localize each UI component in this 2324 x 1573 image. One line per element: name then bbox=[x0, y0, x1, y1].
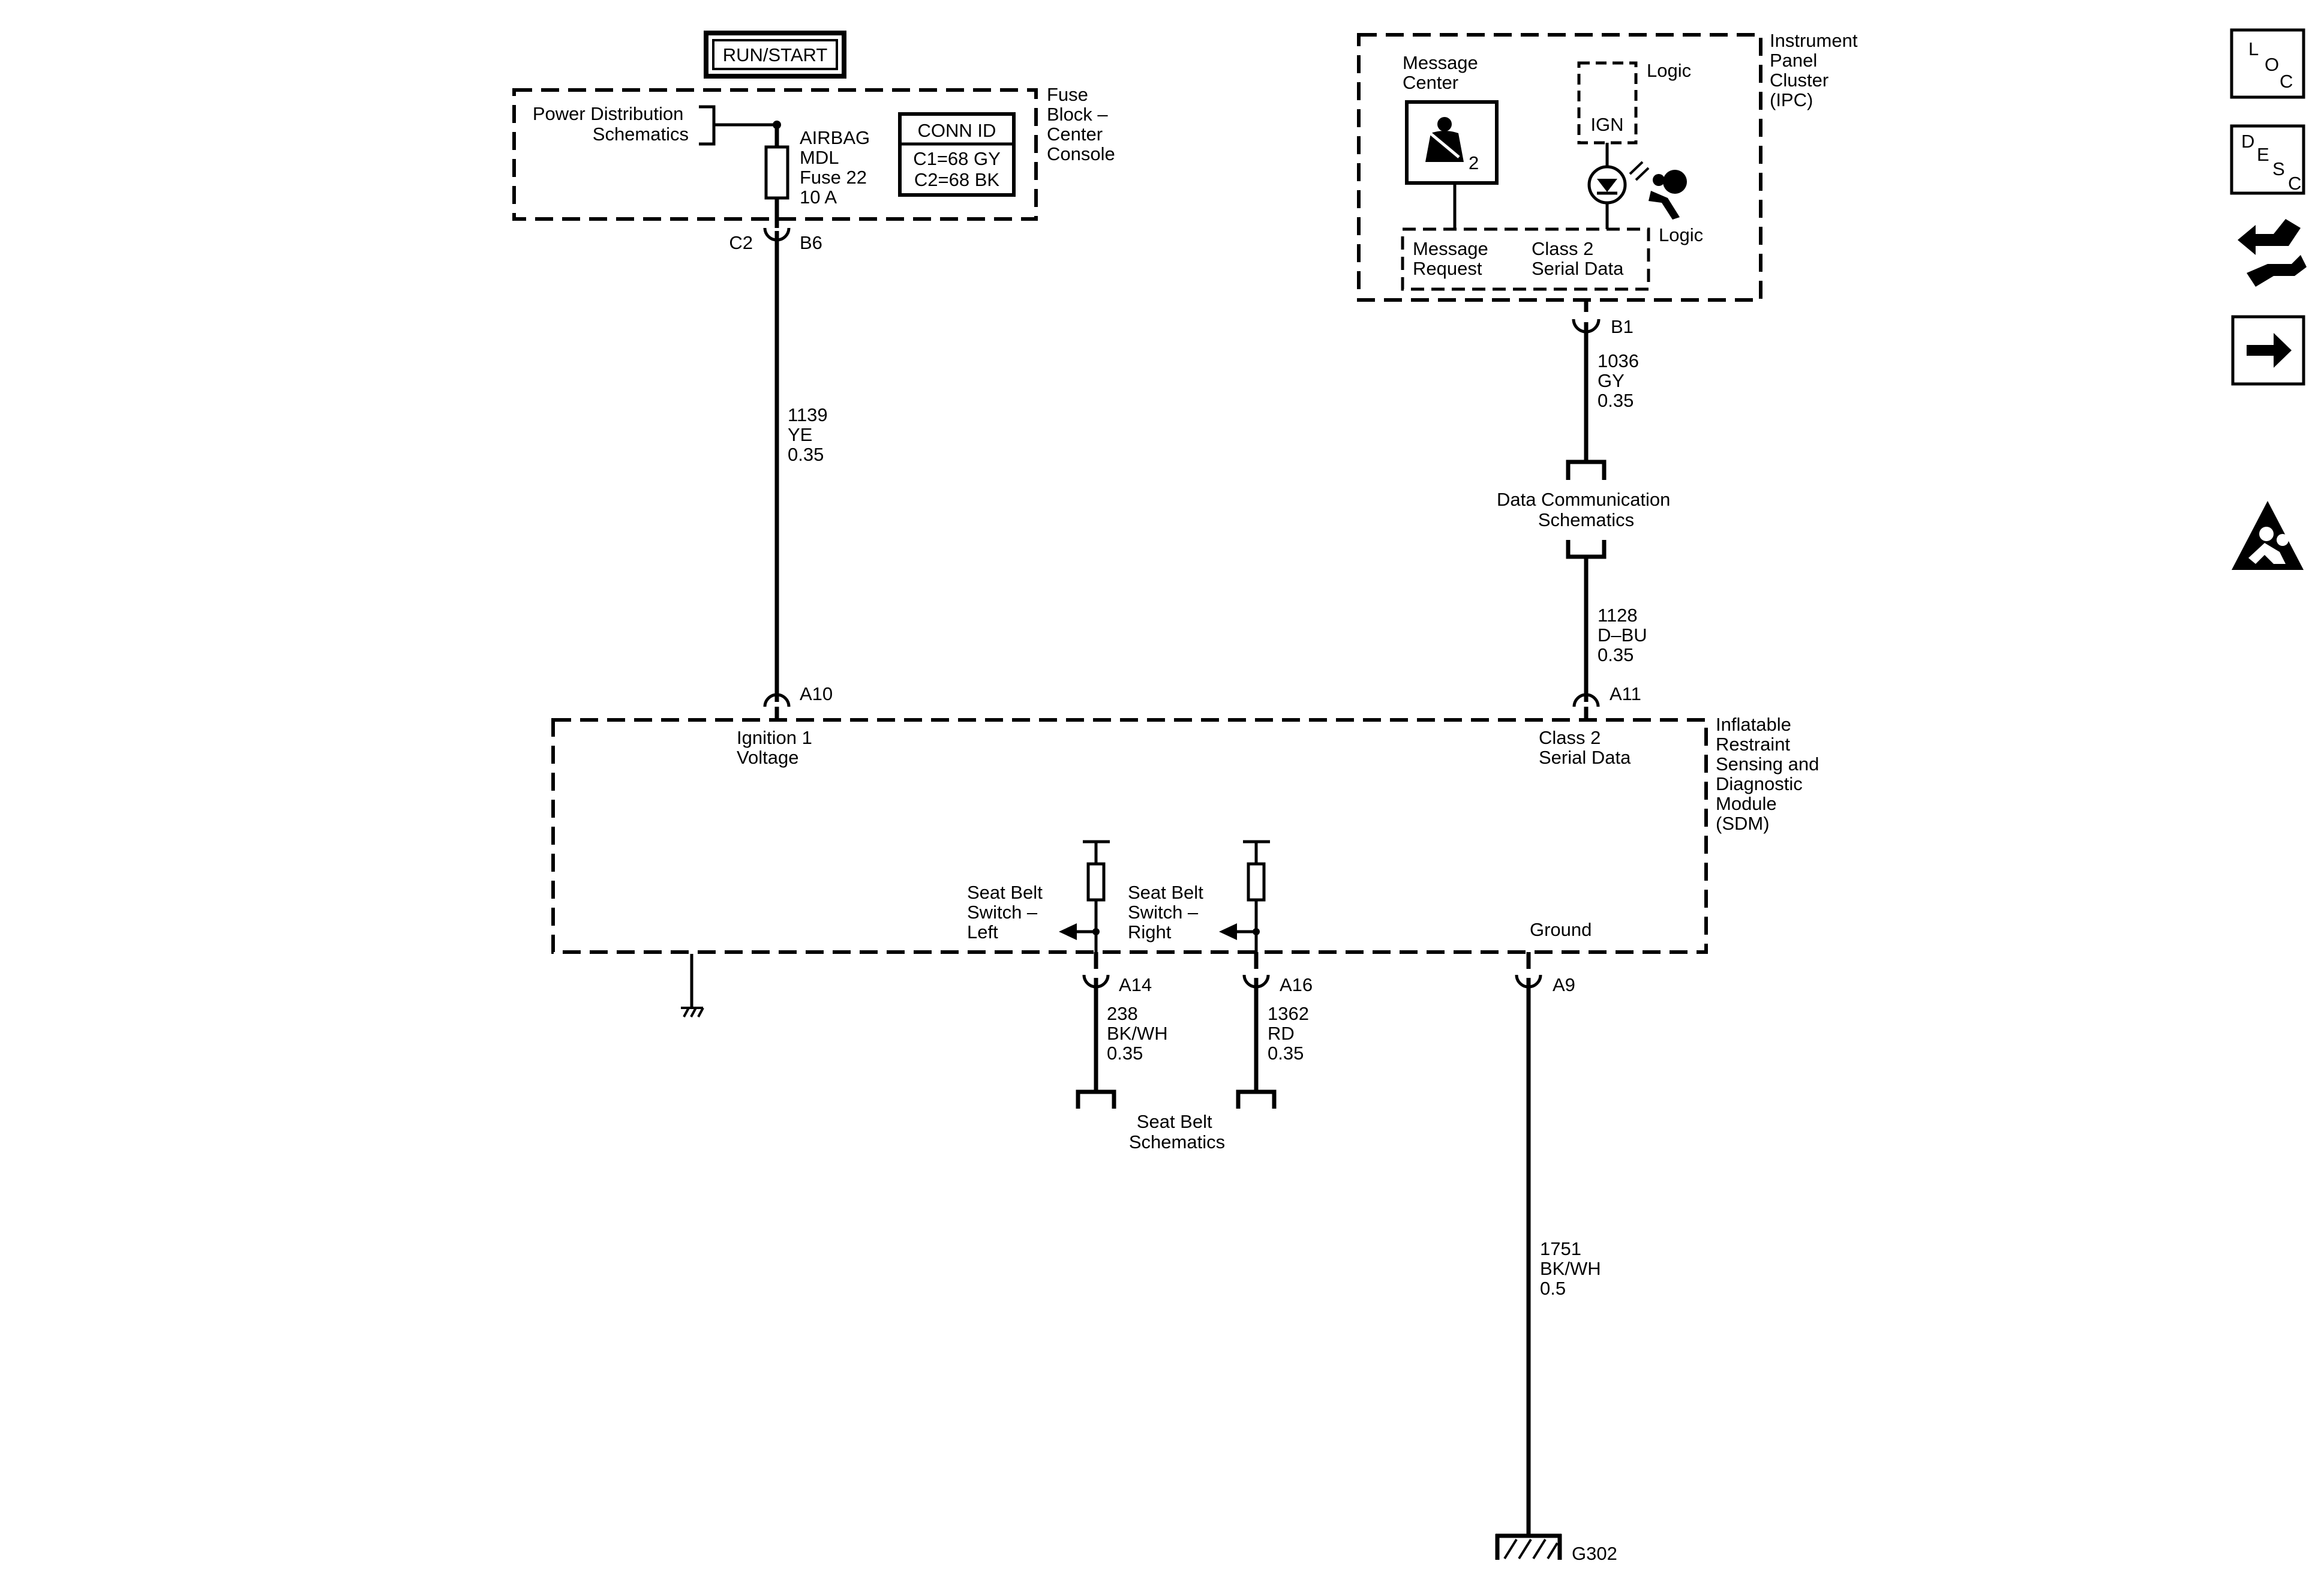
svg-text:A11: A11 bbox=[1610, 683, 1641, 704]
wire-1036-label: 1036 GY 0.35 bbox=[1598, 350, 1644, 411]
svg-text:C2: C2 bbox=[729, 232, 753, 253]
seatbelt-indicator-icon: 2 bbox=[1405, 100, 1499, 185]
power-distribution-bracket bbox=[699, 105, 777, 146]
svg-text:2: 2 bbox=[1469, 152, 1479, 173]
svg-text:S: S bbox=[2272, 158, 2285, 179]
seat-belt-switch-right-label: Seat Belt Switch – Right bbox=[1128, 882, 1208, 942]
svg-text:C2=68 BK: C2=68 BK bbox=[914, 169, 1000, 190]
sdm-box bbox=[551, 718, 1708, 954]
conn-id-table: CONN ID C1=68 GY C2=68 BK bbox=[898, 112, 1016, 197]
data-comm-bracket-top bbox=[1566, 460, 1607, 480]
ign-label: IGN bbox=[1590, 114, 1623, 135]
seat-belt-bracket-left bbox=[1076, 1089, 1116, 1109]
next-arrow-button[interactable] bbox=[2231, 315, 2305, 386]
seat-belt-switch-left-label: Seat Belt Switch – Left bbox=[967, 882, 1047, 942]
connector-info-icon[interactable] bbox=[2238, 219, 2307, 287]
svg-text:CONN ID: CONN ID bbox=[918, 120, 996, 141]
wire-1362-label: 1362 RD 0.35 bbox=[1268, 1003, 1314, 1064]
seat-belt-switch-right-circuit bbox=[1219, 840, 1270, 952]
fuse-block-box bbox=[512, 88, 1038, 221]
connector-a10: A10 bbox=[763, 683, 833, 720]
ipc-box bbox=[1357, 33, 1762, 302]
ipc-class2-label: Class 2 Serial Data bbox=[1532, 238, 1624, 279]
svg-text:D: D bbox=[2241, 131, 2254, 152]
connector-a14: A14 bbox=[1082, 952, 1152, 995]
data-comm-bracket-bottom bbox=[1566, 540, 1607, 559]
svg-text:A10: A10 bbox=[800, 683, 833, 704]
airbag-lamp-icon bbox=[1587, 161, 1650, 205]
sdm-class2-label: Class 2 Serial Data bbox=[1539, 727, 1631, 768]
svg-text:B6: B6 bbox=[800, 232, 822, 253]
logic-top-label: Logic bbox=[1647, 60, 1691, 81]
loc-button[interactable]: L O C bbox=[2230, 28, 2305, 99]
ipc-name: Instrument Panel Cluster (IPC) bbox=[1770, 30, 1863, 110]
wire-1128-label: 1128 D–BU 0.35 bbox=[1598, 605, 1652, 665]
airbag-warning-icon[interactable] bbox=[2232, 501, 2304, 570]
ground-g302-label: G302 bbox=[1572, 1543, 1617, 1564]
svg-text:B1: B1 bbox=[1611, 316, 1634, 337]
power-distribution-schematics[interactable]: Power Distribution Schematics bbox=[533, 103, 689, 145]
case-ground-icon bbox=[681, 954, 704, 1017]
desc-button[interactable]: D E S C bbox=[2230, 124, 2305, 195]
wire-1751-label: 1751 BK/WH 0.5 bbox=[1540, 1238, 1606, 1299]
run-start-label: RUN/START bbox=[704, 31, 846, 79]
message-center-label: Message Center bbox=[1403, 52, 1483, 93]
svg-text:RUN/START: RUN/START bbox=[723, 44, 828, 65]
connector-a9: A9 bbox=[1515, 952, 1575, 995]
ignition-voltage-label: Ignition 1 Voltage bbox=[737, 727, 817, 768]
seat-belt-schematics[interactable]: Seat Belt Schematics bbox=[1129, 1111, 1225, 1152]
sdm-name: Inflatable Restraint Sensing and Diagnos… bbox=[1716, 714, 1824, 834]
connector-b1: B1 bbox=[1572, 316, 1634, 337]
airbag-symbol-icon bbox=[1649, 170, 1687, 220]
ground-g302-icon bbox=[1495, 1533, 1562, 1560]
fuse-label: AIRBAG MDL Fuse 22 10 A bbox=[800, 127, 875, 208]
ipc-serial-box bbox=[1401, 227, 1650, 291]
svg-text:C1=68 GY: C1=68 GY bbox=[913, 148, 1001, 169]
connector-a11: A11 bbox=[1572, 683, 1641, 720]
svg-text:A14: A14 bbox=[1119, 974, 1152, 995]
svg-text:A9: A9 bbox=[1553, 974, 1575, 995]
sdm-ground-label: Ground bbox=[1530, 919, 1592, 940]
svg-text:C: C bbox=[2288, 173, 2301, 194]
seat-belt-switch-left-circuit bbox=[1059, 840, 1110, 952]
fuse-block-name: Fuse Block – Center Console bbox=[1047, 84, 1115, 164]
fuse-22 bbox=[764, 145, 789, 200]
svg-text:L: L bbox=[2248, 38, 2259, 59]
wire-1139-label: 1139 YE 0.35 bbox=[788, 404, 833, 465]
message-request-label: Message Request bbox=[1413, 238, 1493, 279]
logic-bottom-label: Logic bbox=[1659, 224, 1703, 245]
svg-text:C: C bbox=[2280, 71, 2293, 92]
seat-belt-bracket-right bbox=[1236, 1089, 1277, 1109]
svg-text:E: E bbox=[2257, 144, 2269, 165]
svg-text:A16: A16 bbox=[1280, 974, 1313, 995]
svg-text:O: O bbox=[2265, 54, 2279, 75]
wire-238-label: 238 BK/WH 0.35 bbox=[1107, 1003, 1173, 1064]
connector-c2-b6: C2 B6 bbox=[729, 227, 822, 253]
data-communication-schematics[interactable]: Data Communication Schematics bbox=[1497, 489, 1676, 530]
